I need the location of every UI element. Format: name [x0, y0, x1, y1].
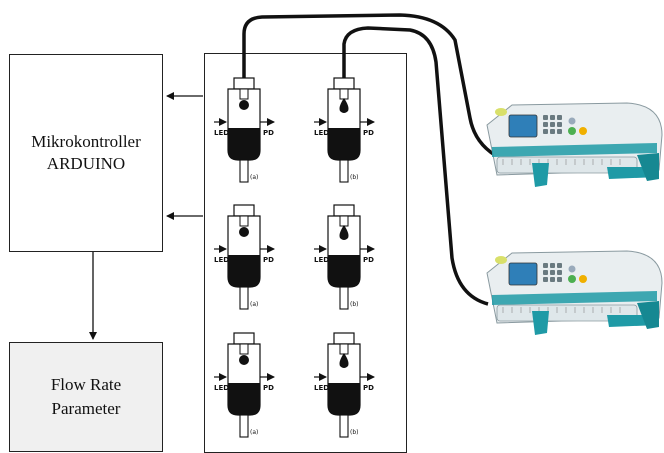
pump-key — [543, 263, 548, 268]
flow-rate-label-line2: Parameter — [51, 399, 121, 418]
pump-key — [557, 129, 562, 134]
pump-pause-button — [579, 275, 587, 283]
pump-plunger-arm — [607, 167, 659, 179]
pump-key — [557, 263, 562, 268]
pump-key — [550, 122, 555, 127]
pump-key — [543, 115, 548, 120]
pump-indicator — [495, 108, 507, 116]
pump-key — [557, 122, 562, 127]
pump-plunger-arm — [607, 315, 659, 327]
pump-accent — [492, 291, 657, 305]
pump-key — [543, 122, 548, 127]
pump-menu-button — [568, 117, 576, 125]
pump-body — [486, 102, 663, 176]
controller-label-line1: Mikrokontroller — [31, 132, 141, 151]
flow-rate-label-line1: Flow Rate — [50, 375, 122, 394]
pump-key — [557, 277, 562, 282]
pump-key — [550, 263, 555, 268]
pump-screen — [508, 262, 538, 286]
drip-chamber-panel — [204, 53, 407, 453]
pump-indicator — [495, 256, 507, 264]
pump-accent — [492, 143, 657, 157]
pump-key — [550, 277, 555, 282]
pump-body — [486, 250, 663, 324]
syringe-barrel — [496, 156, 638, 174]
pump-key — [543, 277, 548, 282]
pump-key — [557, 115, 562, 120]
pump-start-button — [568, 127, 576, 135]
pump-clamp — [532, 163, 549, 187]
pump-key — [543, 129, 548, 134]
pump-key — [557, 270, 562, 275]
syringe-pump-1 — [486, 102, 663, 187]
pump-pusher — [637, 301, 659, 329]
pump-key — [550, 115, 555, 120]
pump-key — [550, 270, 555, 275]
controller-label-line2: ARDUINO — [46, 154, 126, 173]
syringe-pump-2 — [486, 250, 663, 335]
pump-key — [543, 270, 548, 275]
syringe-pumps — [486, 102, 663, 335]
pump-pusher — [637, 153, 659, 181]
pump-menu-button — [568, 265, 576, 273]
pump-key — [550, 129, 555, 134]
microcontroller-box: Mikrokontroller ARDUINO — [9, 54, 163, 252]
syringe-barrel — [496, 304, 638, 322]
pump-clamp — [532, 311, 549, 335]
pump-pause-button — [579, 127, 587, 135]
flow-rate-parameter-box: Flow Rate Parameter — [9, 342, 163, 452]
pump-start-button — [568, 275, 576, 283]
pump-screen — [508, 114, 538, 138]
